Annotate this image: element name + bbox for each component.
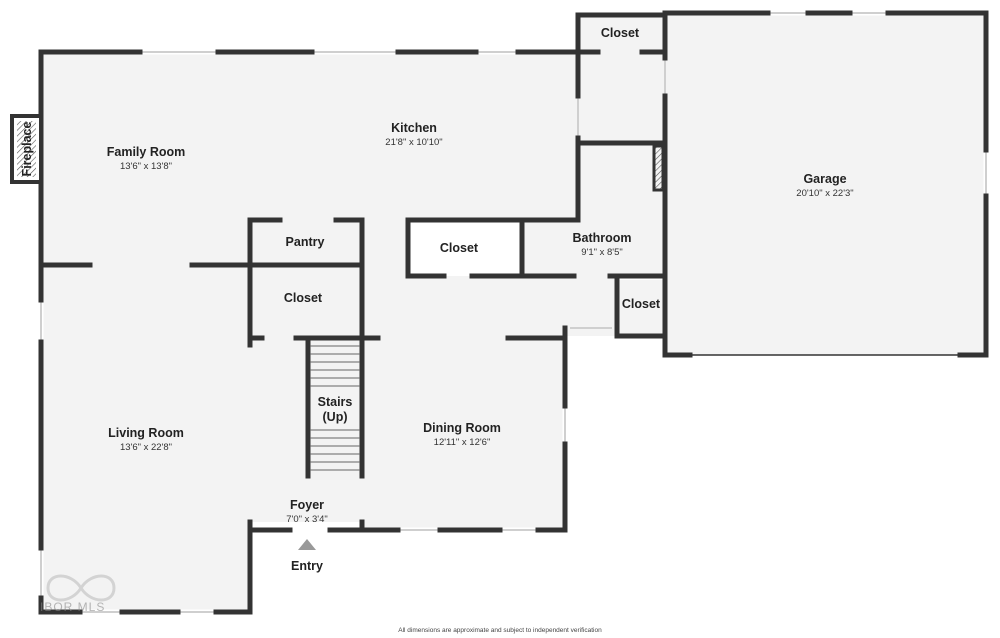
entry-arrow-icon	[298, 539, 316, 550]
kitchen-label: Kitchen	[391, 121, 437, 135]
living-room-dims: 13'6" x 22'8"	[120, 442, 172, 453]
bathroom-dims: 9'1" x 8'5"	[581, 247, 623, 258]
garage-label: Garage	[803, 172, 846, 186]
entry-label: Entry	[291, 559, 323, 573]
foyer-dims: 7'0" x 3'4"	[286, 514, 328, 525]
family-room-label: Family Room	[107, 145, 186, 159]
windows	[38, 10, 989, 615]
right-closet-label: Closet	[622, 297, 661, 311]
watermark-text: IBOR MLS	[40, 600, 106, 614]
living-room-label: Living Room	[108, 426, 184, 440]
garage-dims: 20'10" x 22'3"	[796, 188, 853, 199]
disclaimer-footer: All dimensions are approximate and subje…	[398, 627, 602, 634]
hall-closet-label: Closet	[440, 241, 479, 255]
dining-room-label: Dining Room	[423, 421, 501, 435]
vent-block	[652, 144, 665, 192]
fireplace: Fireplace	[10, 114, 43, 184]
dining-room-dims: 12'11" x 12'6"	[434, 437, 491, 448]
stairs-label: Stairs	[318, 395, 353, 409]
fireplace-label: Fireplace	[20, 122, 34, 177]
bathroom-label: Bathroom	[572, 231, 631, 245]
walls	[38, 10, 989, 615]
floor-area	[41, 13, 986, 612]
foyer-label: Foyer	[290, 498, 324, 512]
watermark-logo-icon	[46, 574, 116, 602]
family-room-dims: 13'6" x 13'8"	[120, 161, 172, 172]
pantry-closet-label: Closet	[284, 291, 323, 305]
stair-treads	[310, 345, 360, 471]
top-closet-label: Closet	[601, 26, 640, 40]
pantry-label: Pantry	[286, 235, 325, 249]
kitchen-dims: 21'8" x 10'10"	[385, 137, 442, 148]
stairs-direction-label: (Up)	[323, 410, 348, 424]
